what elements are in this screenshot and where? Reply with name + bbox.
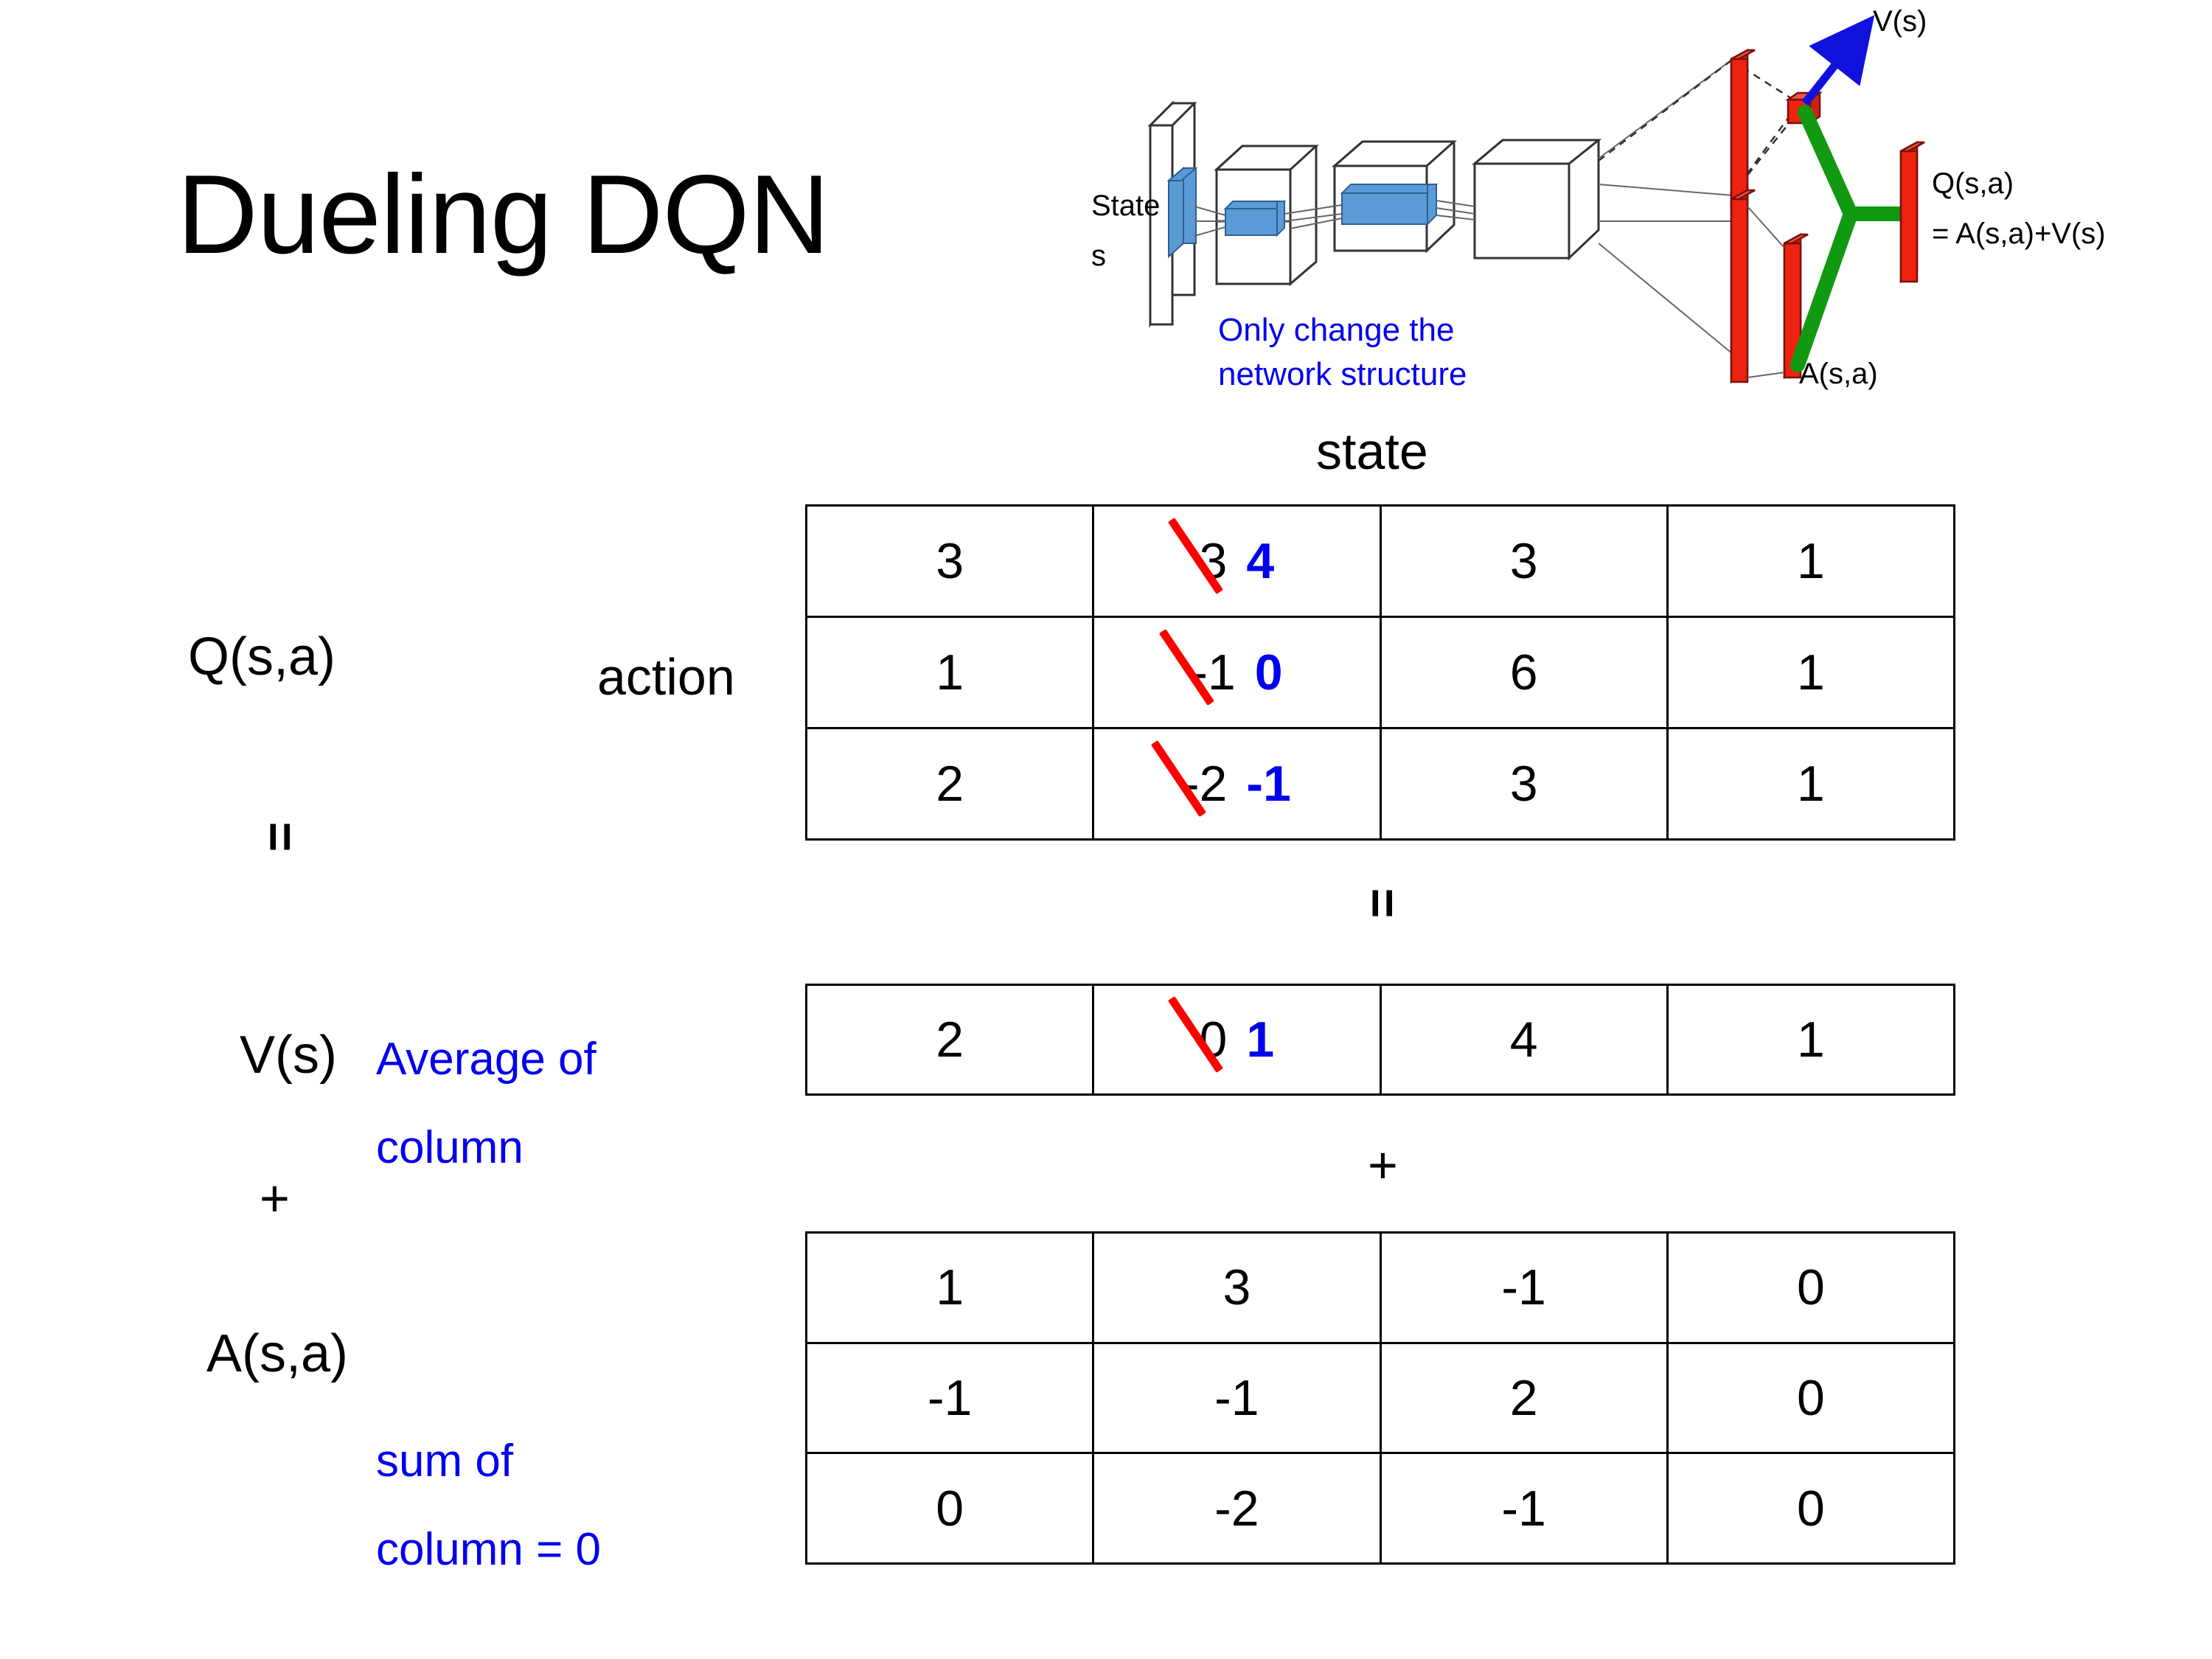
q-table: 3 3 4 3 1 1 -1 0 6 1 2 [804, 504, 1956, 841]
q-old-value-0-1: 3 [1199, 533, 1228, 589]
a-cell-2-1[interactable]: -2 [1092, 1452, 1382, 1565]
diagram-advantage-label: A(s,a) [1799, 358, 1878, 390]
table-row: 2 0 1 4 1 [804, 984, 1956, 1096]
a-function-label: A(s,a) [206, 1324, 349, 1383]
v-old-value-0-1: 0 [1199, 1012, 1228, 1068]
v-function-label: V(s) [240, 1026, 337, 1085]
q-cell-1-2[interactable]: 6 [1379, 616, 1669, 729]
a-note-line1: sum of [376, 1436, 514, 1486]
q-new-value-0-1: 4 [1246, 533, 1275, 589]
table-row: 2 -2 -1 3 1 [804, 727, 1956, 841]
v-note-line1: Average of [376, 1034, 597, 1085]
diagram-q-label-line1: Q(s,a) [1932, 167, 2014, 200]
a-table: 1 3 -1 0 -1 -1 2 0 0 -2 -1 0 [804, 1231, 1956, 1565]
v-cell-0-3[interactable]: 1 [1666, 984, 1956, 1096]
q-cell-2-0[interactable]: 2 [804, 727, 1095, 841]
state-axis-label: state [1316, 422, 1428, 480]
v-cell-0-0[interactable]: 2 [804, 984, 1095, 1096]
action-axis-label: action [597, 648, 735, 706]
q-old-value-2-1: -2 [1182, 756, 1228, 812]
diagram-value-label: V(s) [1873, 5, 1927, 38]
q-new-value-1-1: 0 [1254, 644, 1283, 700]
a-cell-1-3[interactable]: 0 [1666, 1341, 1956, 1455]
q-cell-2-2[interactable]: 3 [1379, 727, 1669, 841]
a-note-line2: column = 0 [376, 1524, 602, 1575]
q-cell-0-0[interactable]: 3 [804, 504, 1095, 618]
q-cell-0-3[interactable]: 1 [1666, 504, 1956, 618]
diagram-note-line2: network structure [1218, 356, 1467, 392]
q-function-label: Q(s,a) [188, 627, 336, 686]
diagram-q-label-line2: = A(s,a)+V(s) [1932, 218, 2106, 250]
q-cell-2-1[interactable]: -2 -1 [1092, 727, 1382, 841]
a-cell-0-2[interactable]: -1 [1379, 1231, 1669, 1344]
page-title: Dueling DQN [177, 152, 830, 277]
v-new-value-0-1: 1 [1246, 1012, 1275, 1068]
table-row: 1 3 -1 0 [804, 1231, 1956, 1344]
equals-sign-middle: = [1354, 888, 1412, 919]
q-cell-1-3[interactable]: 1 [1666, 616, 1956, 729]
q-old-value-1-1: -1 [1191, 644, 1236, 700]
plus-sign-left: + [260, 1169, 290, 1227]
plus-sign-middle: + [1368, 1136, 1398, 1194]
v-table: 2 0 1 4 1 [804, 984, 1956, 1096]
q-cell-0-1[interactable]: 3 4 [1092, 504, 1382, 618]
diagram-note-line1: Only change the [1218, 312, 1454, 348]
a-cell-1-1[interactable]: -1 [1092, 1341, 1382, 1455]
v-cell-0-2[interactable]: 4 [1379, 984, 1669, 1096]
a-cell-2-3[interactable]: 0 [1666, 1452, 1956, 1565]
a-cell-0-1[interactable]: 3 [1092, 1231, 1382, 1344]
diagram-state-label-line2: s [1091, 240, 1106, 272]
a-cell-1-0[interactable]: -1 [804, 1341, 1095, 1455]
q-cell-1-0[interactable]: 1 [804, 616, 1095, 729]
equals-sign-left: = [251, 821, 310, 852]
dueling-network-diagram: V(s) [1091, 0, 2212, 413]
q-cell-0-2[interactable]: 3 [1379, 504, 1669, 618]
diagram-state-label-line1: State [1091, 189, 1160, 222]
a-cell-0-0[interactable]: 1 [804, 1231, 1095, 1344]
v-cell-0-1[interactable]: 0 1 [1092, 984, 1382, 1096]
a-cell-2-2[interactable]: -1 [1379, 1452, 1669, 1565]
a-cell-1-2[interactable]: 2 [1379, 1341, 1669, 1455]
table-row: 0 -2 -1 0 [804, 1452, 1956, 1565]
table-row: -1 -1 2 0 [804, 1341, 1956, 1455]
table-row: 1 -1 0 6 1 [804, 616, 1956, 729]
q-cell-1-1[interactable]: -1 0 [1092, 616, 1382, 729]
a-cell-0-3[interactable]: 0 [1666, 1231, 1956, 1344]
q-new-value-2-1: -1 [1246, 756, 1291, 812]
q-cell-2-3[interactable]: 1 [1666, 727, 1956, 841]
v-note-line2: column [376, 1122, 524, 1173]
table-row: 3 3 4 3 1 [804, 504, 1956, 618]
a-cell-2-0[interactable]: 0 [804, 1452, 1095, 1565]
